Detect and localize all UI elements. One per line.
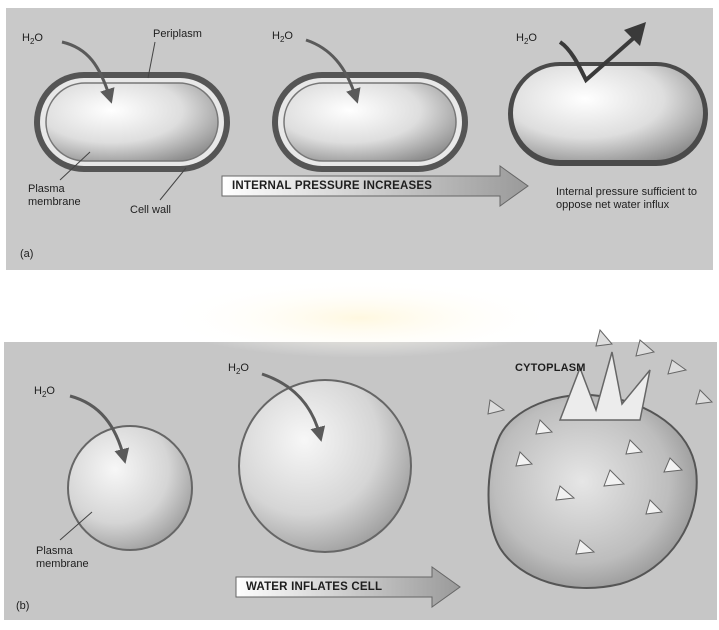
cell-intact-2 (272, 72, 468, 172)
water-label-a1: H2O (22, 32, 43, 48)
cytoplasm-label: CYTOPLASM (515, 362, 586, 375)
panel-b-tag: (b) (16, 600, 29, 613)
water-label-b2: H2O (228, 362, 249, 378)
outcome-label: Internal pressure sufficient to oppose n… (556, 186, 706, 212)
plasma-membrane-label-b: Plasma membrane (36, 545, 104, 571)
inflate-arrow-label: WATER INFLATES CELL (246, 581, 382, 594)
pressure-arrow-label: INTERNAL PRESSURE INCREASES (232, 180, 432, 193)
cell-intact-1 (34, 72, 230, 172)
cell-wall-label: Cell wall (130, 204, 171, 217)
water-label-a3: H2O (516, 32, 537, 48)
plasma-membrane-label-a: Plasma membrane (28, 183, 96, 209)
panel-a-tag: (a) (20, 248, 33, 261)
periplasm-label: Periplasm (153, 28, 202, 41)
water-label-a2: H2O (272, 30, 293, 46)
cell-small-sphere (68, 426, 192, 550)
watermark-glow (160, 278, 560, 358)
cell-large-sphere (239, 380, 411, 552)
cell-pressurized (508, 62, 708, 166)
water-label-b1: H2O (34, 385, 55, 401)
